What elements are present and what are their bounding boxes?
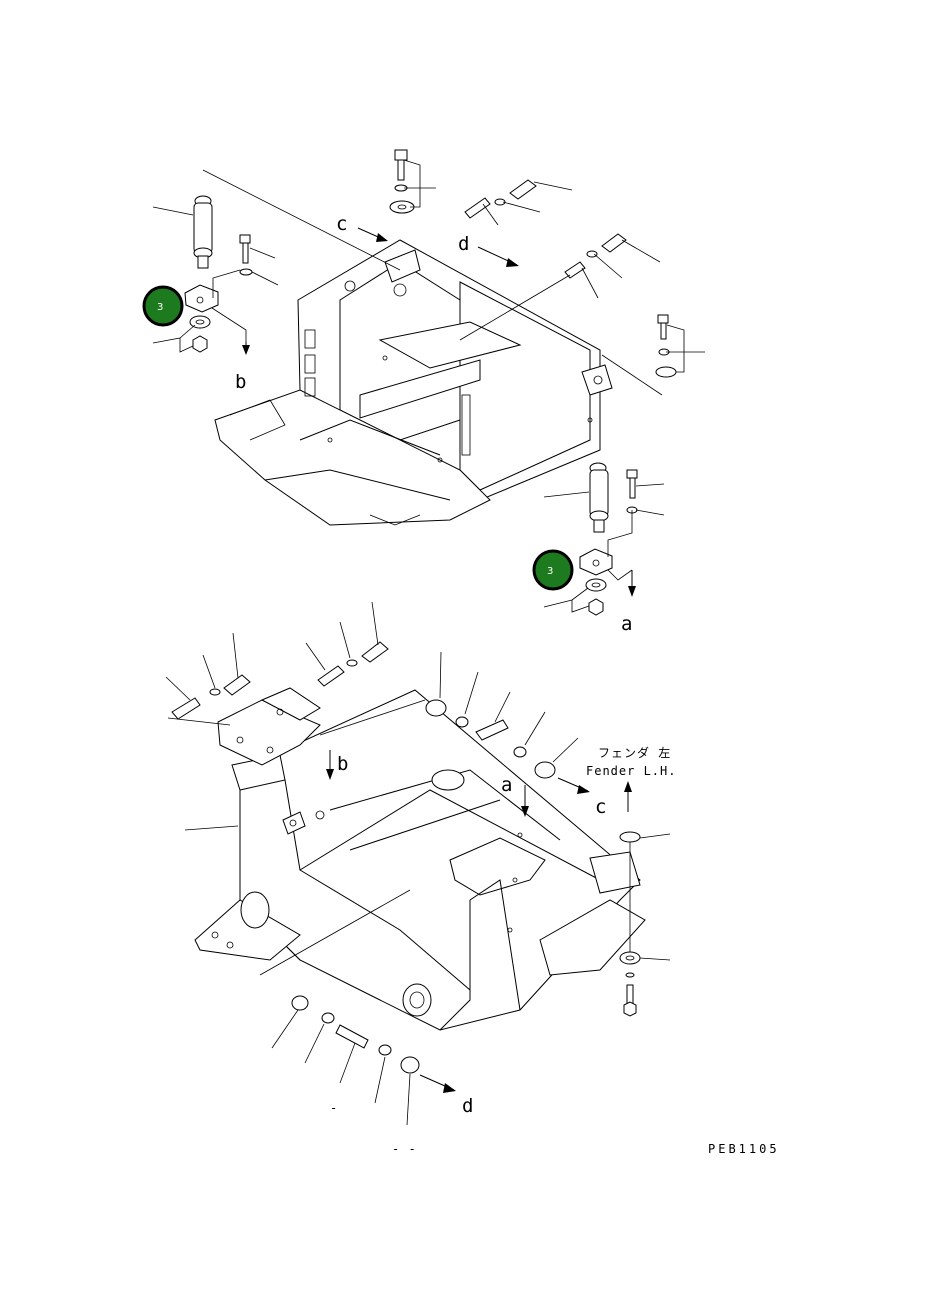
part-badge-label: 3 [157, 302, 163, 313]
stray-mark-bottom: - - [392, 1142, 417, 1156]
callout-b-top: b [235, 371, 246, 393]
stray-mark-small: - [330, 1101, 338, 1115]
upper-cab-frame [214, 239, 613, 526]
lower-arrows [326, 750, 632, 1093]
callout-d-bottom: d [462, 1095, 473, 1117]
part-badge-label: 3 [547, 566, 553, 577]
part-badge-upper-left[interactable]: 3 [142, 285, 184, 327]
drawing-code: PEB1105 [708, 1142, 780, 1156]
part-badge-lower-right[interactable]: 3 [532, 549, 574, 591]
callout-c-top: c [336, 213, 347, 235]
callout-b-bottom: b [337, 753, 348, 775]
lower-small-parts [171, 641, 641, 1074]
upper-top-bolt-stack [389, 149, 627, 279]
upper-right-mount-stack [579, 314, 677, 616]
upper-arrows [242, 227, 636, 597]
fender-note-jp: フェンダ 左 [598, 745, 671, 760]
callout-a-top: a [621, 613, 632, 635]
fender-note-en: Fender L.H. [586, 764, 676, 778]
lower-main-frame [194, 687, 646, 1031]
callout-d-top: d [458, 233, 469, 255]
lower-leader-lines [165, 601, 671, 1126]
upper-leader-lines [152, 159, 705, 613]
upper-left-mount-stack [184, 195, 253, 353]
callout-a-bottom: a [501, 774, 512, 796]
callout-c-bottom: c [595, 796, 606, 818]
